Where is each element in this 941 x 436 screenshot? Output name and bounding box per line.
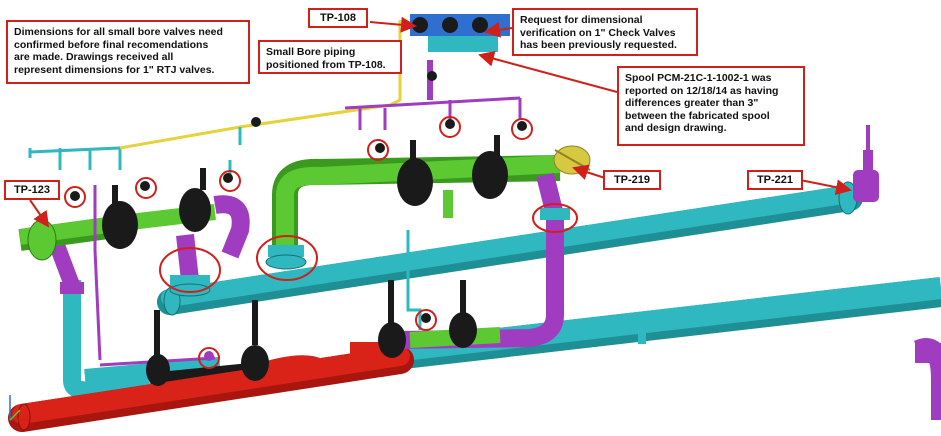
- valve-stem: [388, 280, 394, 325]
- small-fittings: [70, 71, 527, 361]
- valve-body: [146, 354, 170, 386]
- small-bore-dimension-note: Dimensions for all small bore valves nee…: [6, 20, 250, 84]
- check-valve-request-note: Request for dimensional verification on …: [512, 8, 698, 56]
- left-riser-pipe: [47, 237, 251, 400]
- valve-stem: [154, 310, 160, 355]
- valve-stem: [200, 168, 206, 190]
- red-pipe: [8, 342, 414, 432]
- valve-stem: [460, 280, 466, 315]
- valve-body: [472, 151, 508, 199]
- purple-valve-tp221: [853, 125, 879, 202]
- callout-tp-123: TP-123: [4, 180, 60, 200]
- valve-bodies: [102, 135, 508, 386]
- axis-triad-icon: [9, 395, 28, 421]
- yellow-relief-valve: [553, 145, 591, 175]
- teal-lower-pipe: [393, 277, 941, 420]
- valve-body: [102, 201, 138, 249]
- teal-header-pipe: [157, 181, 863, 316]
- check-valve-cluster: [410, 14, 510, 52]
- valve-body: [449, 312, 477, 348]
- callout-tp-108: TP-108: [308, 8, 368, 28]
- valve-stem: [252, 300, 258, 345]
- small-bore-piping-note: Small Bore piping positioned from TP-108…: [258, 40, 402, 74]
- valve-body: [179, 188, 211, 232]
- annotation-arrows: [29, 16, 852, 228]
- valve-body: [378, 322, 406, 358]
- valve-body: [397, 158, 433, 206]
- valve-stem: [410, 140, 416, 160]
- center-green-spool: [265, 155, 561, 270]
- valve-stem: [494, 135, 500, 157]
- spool-deviation-note: Spool PCM-21C-1-1002-1 was reported on 1…: [617, 66, 805, 146]
- callout-tp-221: TP-221: [747, 170, 803, 190]
- valve-stem: [112, 185, 118, 205]
- callout-tp-219: TP-219: [603, 170, 661, 190]
- valve-body: [241, 345, 269, 381]
- inspection-circles: [64, 116, 578, 369]
